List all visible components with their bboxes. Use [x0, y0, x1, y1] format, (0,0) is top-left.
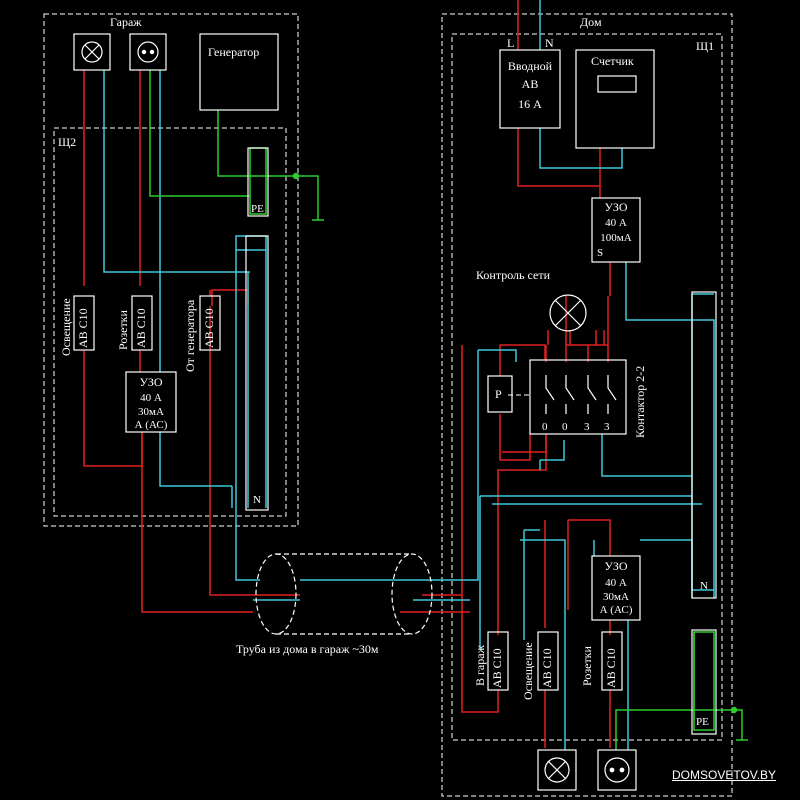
contactor-contact-4: 3 — [604, 421, 610, 433]
garage-panel-boundary — [53, 127, 287, 517]
house-breaker-garage — [487, 631, 509, 691]
house-pe-bus — [691, 629, 717, 735]
garage-breaker-generator-rating: АВ С10 — [202, 308, 216, 348]
input-breaker — [499, 49, 561, 129]
meter-display — [597, 75, 637, 93]
house-rcd-line-3: 30мА — [603, 591, 629, 603]
garage-rcd-line-4: А (АС) — [134, 419, 168, 431]
contactor-contact-3: 3 — [584, 421, 590, 433]
house-boundary — [441, 13, 733, 797]
generator-label: Генератор — [208, 45, 260, 59]
ground-symbols — [292, 172, 738, 714]
garage-breaker-lighting — [73, 295, 95, 351]
garage-rcd — [125, 371, 177, 433]
house-panel-label: Щ1 — [696, 39, 715, 53]
main-rcd-line-3: 100мА — [600, 232, 632, 244]
house-breaker-garage-rating: АВ С10 — [490, 648, 504, 688]
garage-rcd-line-2: 40 А — [140, 392, 162, 404]
garage-breaker-generator — [199, 295, 221, 351]
component-outlines — [73, 33, 717, 791]
meter — [575, 49, 655, 149]
garage-socket-box — [129, 33, 167, 71]
main-rcd-line-1: УЗО — [604, 200, 628, 214]
neutral-label: N — [545, 36, 554, 50]
house-n-label: N — [700, 580, 708, 592]
garage-panel-label: Щ2 — [58, 135, 77, 149]
pipe-label: Труба из дома в гараж ~30м — [236, 642, 379, 656]
house-breaker-garage-name: В гараж — [473, 645, 487, 686]
garage-breaker-lighting-rating: АВ С10 — [76, 308, 90, 348]
phase-label: L — [507, 36, 515, 50]
house-rcd-line-2: 40 А — [605, 577, 627, 589]
contactor-contact-2: 0 — [562, 421, 568, 433]
garage-pe-label: PE — [251, 203, 264, 215]
pipe — [255, 553, 433, 635]
house-breaker-sockets-rating: АВ С10 — [604, 648, 618, 688]
house-pe-label: PE — [696, 716, 709, 728]
garage-rcd-line-1: УЗО — [139, 375, 163, 389]
phase-wires — [83, 0, 611, 748]
input-breaker-line-3: 16 А — [518, 97, 542, 111]
meter-label: Счетчик — [591, 54, 634, 68]
input-breaker-line-2: АВ — [521, 77, 539, 91]
relay-box — [487, 375, 513, 413]
contactor-contact-1: 0 — [542, 421, 548, 433]
garage-n-label: N — [253, 494, 261, 506]
garage-breaker-generator-name: От генератора — [183, 299, 197, 372]
house-breaker-sockets-name: Розетки — [580, 646, 594, 686]
house-breaker-lighting-rating: АВ С10 — [540, 648, 554, 688]
garage-lamp-box — [73, 33, 111, 71]
contactor-box — [529, 359, 627, 435]
house-title: Дом — [580, 15, 602, 29]
main-rcd-line-2: 40 А — [605, 217, 627, 229]
garage-pe-bus — [247, 147, 269, 217]
relay-label: Р — [495, 387, 502, 401]
house-n-bus — [691, 291, 717, 599]
house-rcd — [591, 555, 641, 621]
house-rcd-line-1: УЗО — [604, 559, 628, 573]
input-breaker-line-1: Вводной — [507, 59, 553, 73]
generator-box — [199, 33, 279, 111]
garage-n-bus — [245, 235, 269, 511]
garage-socket-icon — [137, 41, 159, 63]
garage-boundary — [43, 13, 299, 527]
contactor-label: Контактор 2-2 — [633, 365, 647, 438]
house-lamp-box — [537, 749, 577, 791]
watermark: DOMSOVETOV.BY — [672, 768, 777, 782]
network-control-label: Контроль сети — [476, 268, 550, 282]
garage-breaker-lighting-name: Освещение — [59, 298, 73, 356]
house-breaker-lighting-name: Освещение — [521, 642, 535, 700]
house-socket-icon — [604, 757, 630, 783]
main-rcd-line-4: S — [597, 247, 604, 259]
garage-lamp-icon — [81, 41, 103, 63]
garage-breaker-sockets-rating: АВ С10 — [134, 308, 148, 348]
enclosure-outlines — [43, 13, 733, 797]
main-rcd — [591, 197, 641, 263]
garage-rcd-line-3: 30мА — [138, 406, 164, 418]
house-socket-box — [597, 749, 637, 791]
network-control-lamp — [549, 294, 587, 332]
house-panel-boundary — [451, 33, 723, 741]
house-breaker-lighting — [537, 631, 559, 691]
garage-breaker-sockets — [131, 295, 153, 351]
garage-breaker-sockets-name: Розетки — [116, 310, 130, 350]
house-rcd-line-4: А (АС) — [599, 604, 633, 616]
house-lamp-icon — [544, 757, 570, 783]
neutral-wires — [103, 0, 715, 750]
garage-title: Гараж — [110, 15, 142, 29]
house-breaker-sockets — [601, 631, 623, 691]
